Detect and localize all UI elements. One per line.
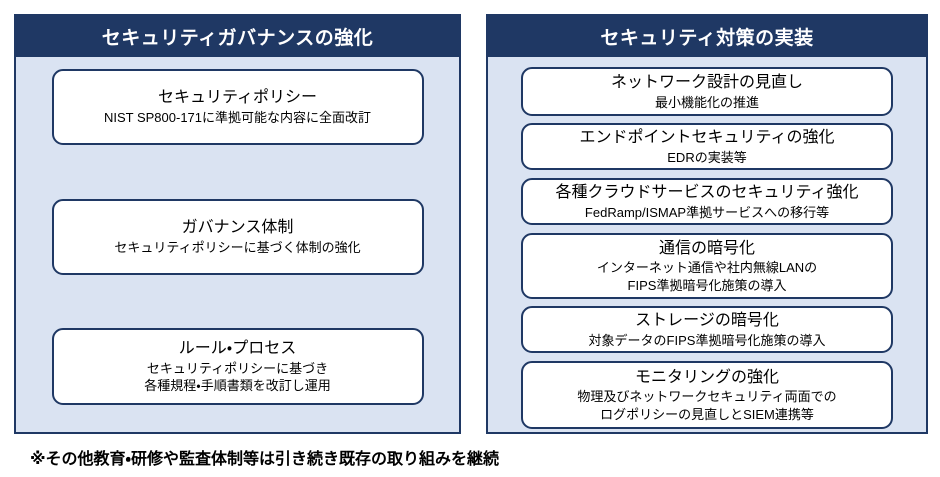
footnote: ※その他教育・研修や監査体制等は引き続き既存の取り組みを継続 [30, 451, 499, 468]
card-monitoring-detail-1: 物理及びネットワークセキュリティ両面での [577, 389, 837, 405]
card-rules-process-detail-1: セキュリティポリシーに基づき [146, 360, 329, 376]
card-rules-process-heading: ルール・プロセス [178, 340, 297, 358]
governance-panel: セキュリティガバナンスの強化 セキュリティポリシー NIST SP800-171… [14, 14, 461, 434]
card-rules-process-detail-2: 各種規程・手順書類を改訂し運用 [144, 378, 331, 394]
card-cloud-security-detail: FedRamp/ISMAP準拠サービスへの移行等 [584, 204, 830, 220]
measures-panel-title: セキュリティ対策の実装 [600, 28, 814, 49]
card-security-policy-heading: セキュリティポリシー [157, 89, 318, 107]
measures-panel-body: ネットワーク設計の見直し 最小機能化の推進 エンドポイントセキュリティの強化 E… [488, 57, 926, 432]
card-communication-encryption-detail-2: FIPS準拠暗号化施策の導入 [627, 277, 787, 293]
card-endpoint-security: エンドポイントセキュリティの強化 EDRの実装等 [521, 123, 893, 170]
card-storage-encryption-detail: 対象データのFIPS準拠暗号化施策の導入 [588, 332, 826, 348]
card-rules-process: ルール・プロセス セキュリティポリシーに基づき 各種規程・手順書類を改訂し運用 [51, 328, 424, 405]
card-security-policy: セキュリティポリシー NIST SP800-171に準拠可能な内容に全面改訂 [51, 69, 424, 145]
card-network-design-heading: ネットワーク設計の見直し [610, 73, 803, 91]
card-endpoint-security-detail: EDRの実装等 [667, 149, 747, 165]
card-governance-structure-detail: セキュリティポリシーに基づく体制の強化 [114, 240, 361, 256]
measures-panel: セキュリティ対策の実装 ネットワーク設計の見直し 最小機能化の推進 エンドポイン… [486, 14, 928, 434]
card-communication-encryption-detail-1: インターネット通信や社内無線LANの [596, 260, 818, 276]
card-communication-encryption-heading: 通信の暗号化 [658, 239, 755, 257]
card-monitoring: モニタリングの強化 物理及びネットワークセキュリティ両面での ログポリシーの見直… [521, 361, 893, 429]
measures-panel-header: セキュリティ対策の実装 [488, 16, 926, 57]
card-governance-structure-heading: ガバナンス体制 [181, 219, 294, 237]
card-storage-encryption: ストレージの暗号化 対象データのFIPS準拠暗号化施策の導入 [521, 306, 893, 353]
governance-panel-title: セキュリティガバナンスの強化 [101, 28, 374, 49]
card-monitoring-detail-2: ログポリシーの見直しとSIEM連携等 [600, 406, 814, 422]
governance-panel-body: セキュリティポリシー NIST SP800-171に準拠可能な内容に全面改訂 ガ… [16, 57, 459, 432]
card-security-policy-detail: NIST SP800-171に準拠可能な内容に全面改訂 [103, 110, 372, 126]
card-network-design: ネットワーク設計の見直し 最小機能化の推進 [521, 67, 893, 116]
card-cloud-security-heading: 各種クラウドサービスのセキュリティ強化 [555, 183, 859, 201]
card-storage-encryption-heading: ストレージの暗号化 [635, 311, 779, 329]
card-governance-structure: ガバナンス体制 セキュリティポリシーに基づく体制の強化 [51, 199, 424, 275]
card-communication-encryption: 通信の暗号化 インターネット通信や社内無線LANの FIPS準拠暗号化施策の導入 [521, 233, 893, 299]
governance-panel-header: セキュリティガバナンスの強化 [16, 16, 459, 57]
card-network-design-detail: 最小機能化の推進 [654, 94, 759, 110]
card-cloud-security: 各種クラウドサービスのセキュリティ強化 FedRamp/ISMAP準拠サービスへ… [521, 178, 893, 225]
card-endpoint-security-heading: エンドポイントセキュリティの強化 [579, 128, 835, 146]
card-monitoring-heading: モニタリングの強化 [634, 368, 779, 386]
